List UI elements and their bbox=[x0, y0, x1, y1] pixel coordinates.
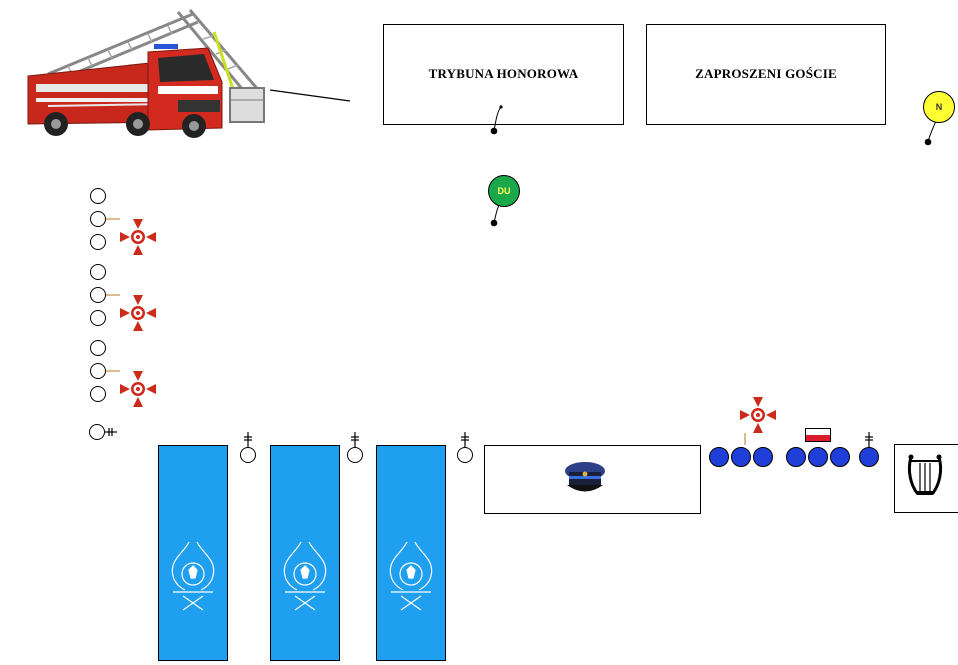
unit-commander-ring bbox=[347, 447, 363, 463]
person-ring bbox=[90, 234, 106, 250]
honor-guard-dot bbox=[753, 447, 773, 467]
fire-truck-icon bbox=[8, 4, 358, 138]
emblem-icon bbox=[283, 541, 327, 611]
honor-tribune-label: TRYBUNA HONOROWA bbox=[428, 66, 579, 81]
person-ring bbox=[90, 363, 106, 379]
n-marker: N bbox=[923, 91, 955, 123]
commander-dot bbox=[859, 447, 879, 467]
du-marker: DU bbox=[488, 175, 520, 207]
formation-column bbox=[376, 445, 446, 661]
unit-commander-ring bbox=[240, 447, 256, 463]
person-ring bbox=[90, 188, 106, 204]
honor-guard-dot bbox=[731, 447, 751, 467]
lyre-icon bbox=[907, 454, 943, 495]
orchestra-box bbox=[894, 444, 958, 513]
formation-column bbox=[158, 445, 228, 661]
honor-tribune-box: TRYBUNA HONOROWA bbox=[383, 24, 624, 125]
guests-box: ZAPROSZENI GOŚCIE bbox=[646, 24, 886, 125]
guests-label: ZAPROSZENI GOŚCIE bbox=[695, 66, 837, 81]
flag-guard-dot bbox=[830, 447, 850, 467]
person-ring bbox=[90, 264, 106, 280]
formation-column bbox=[270, 445, 340, 661]
flag-guard-dot bbox=[786, 447, 806, 467]
person-ring bbox=[90, 340, 106, 356]
emblem-icon bbox=[171, 541, 215, 611]
flag-guard-dot bbox=[808, 447, 828, 467]
banner-icon bbox=[120, 295, 156, 336]
du-marker-label: DU bbox=[497, 186, 511, 196]
person-ring bbox=[90, 386, 106, 402]
person-ring bbox=[90, 310, 106, 326]
n-marker-label: N bbox=[935, 102, 943, 112]
person-ring bbox=[90, 211, 106, 227]
banner-icon bbox=[120, 219, 156, 260]
banner-icon bbox=[120, 371, 156, 412]
uniform-cap-icon bbox=[565, 462, 605, 492]
unit-commander-ring bbox=[457, 447, 473, 463]
person-ring bbox=[90, 287, 106, 303]
honor-guard-dot bbox=[709, 447, 729, 467]
banner-icon bbox=[740, 397, 776, 438]
polish-flag-icon bbox=[805, 428, 831, 442]
emblem-icon bbox=[389, 541, 433, 611]
cadets-box bbox=[484, 445, 701, 514]
